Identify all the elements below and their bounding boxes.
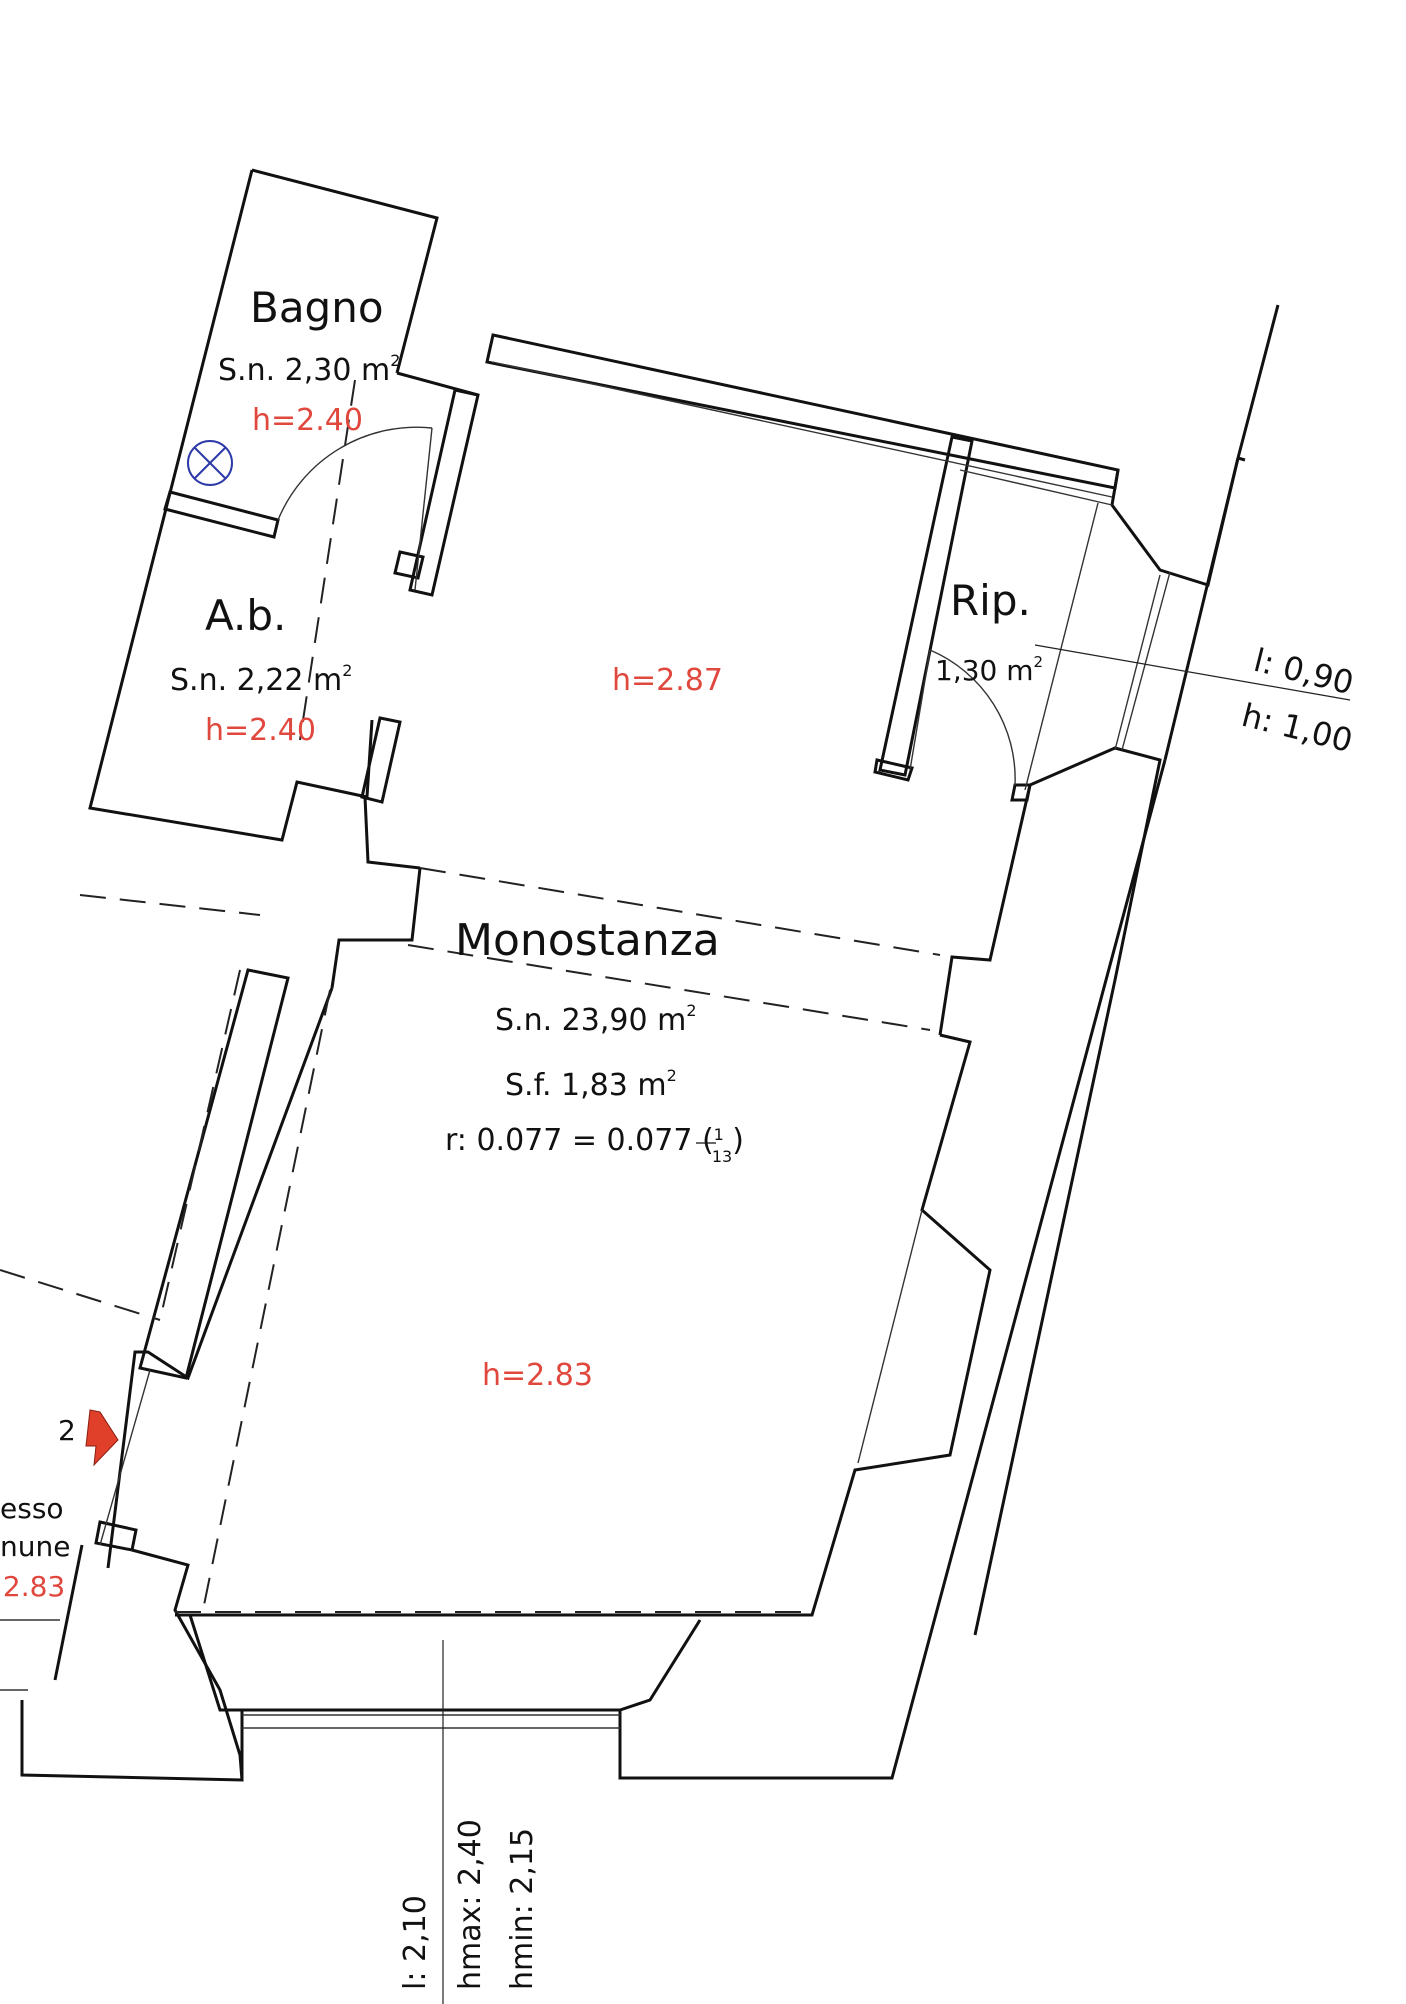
left-stub-wall <box>53 1544 84 1681</box>
window-bottom-hmax: hmax: 2,40 <box>453 1819 488 1990</box>
room-name-ab: A.b. <box>205 591 286 640</box>
rip-right-wall <box>1110 457 1240 587</box>
room-area-bagno: S.n. 2,30 m2 <box>218 351 400 388</box>
corridor-left-wall <box>363 796 421 870</box>
window-bottom-width: l: 2,10 <box>398 1895 433 1990</box>
disimpegno-top-wall <box>485 333 1120 490</box>
monostanza-right-wall <box>175 1033 992 1617</box>
ventilation-fan-icon <box>187 440 233 486</box>
room-height-monostanza: h=2.83 <box>482 1358 593 1393</box>
room-area-monostanza: S.n. 23,90 m2 <box>495 1001 697 1038</box>
door-jamb-small <box>393 550 425 580</box>
room-height-ab: h=2.40 <box>205 713 316 748</box>
door-jamb-a <box>408 388 480 597</box>
bagno-ab-partition <box>163 490 280 539</box>
top-right-outer <box>1163 457 1240 761</box>
entrance-arrow-icon <box>85 1409 119 1467</box>
rip-jamb-small <box>873 758 914 782</box>
window-right-height: h: 1,00 <box>1238 696 1356 760</box>
monostanza-bottom-bay <box>188 1614 702 1712</box>
corridor-wall-pillar <box>138 968 290 1380</box>
window-right-width: l: 0,90 <box>1250 641 1357 702</box>
thin-lines <box>0 361 1171 1729</box>
far-right-wall <box>1237 456 1246 462</box>
bagno-outer-wall <box>251 168 439 374</box>
room-height-disimpegno: h=2.87 <box>612 663 723 698</box>
bottom-outer-wall <box>240 759 1167 1780</box>
labels: Bagno S.n. 2,30 m2 h=2.40 A.b. S.n. 2,22… <box>0 283 1357 1990</box>
entrance-lower-wall <box>20 1548 244 1782</box>
window-area-monostanza: S.f. 1,83 m2 <box>505 1066 677 1103</box>
door-jamb-b <box>360 716 402 804</box>
far-right-outer-line <box>1236 304 1280 459</box>
dashed-openings <box>0 379 941 1613</box>
bagno-door-arc <box>277 426 433 521</box>
room-height-ingresso: .2.83 <box>0 1570 65 1603</box>
room-name-ingresso-line1: esso <box>0 1492 64 1525</box>
monostanza-top-left <box>330 867 422 989</box>
dimension-lines <box>442 644 1351 2004</box>
rip-lower-wall <box>973 746 1162 1636</box>
bagno-left-wall <box>88 169 374 842</box>
window-bottom-hmin: hmin: 2,15 <box>505 1828 540 1990</box>
rip-partition <box>878 435 974 777</box>
room-name-rip: Rip. <box>950 576 1031 625</box>
room-area-rip: 1,30 m2 <box>935 653 1043 687</box>
room-height-bagno: h=2.40 <box>252 403 363 438</box>
entrance-number: 2 <box>58 1414 76 1447</box>
walls <box>20 168 1280 1782</box>
disimpegno-right-lower <box>938 784 1032 1036</box>
room-name-monostanza: Monostanza <box>455 915 720 966</box>
door-swings <box>277 426 1016 786</box>
room-area-ab: S.n. 2,22 m2 <box>170 661 352 698</box>
room-name-bagno: Bagno <box>250 283 384 332</box>
corridor-outer-wall <box>106 987 334 1569</box>
rip-door-arc <box>929 649 1016 786</box>
room-name-ingresso-line2: nune <box>0 1530 70 1563</box>
